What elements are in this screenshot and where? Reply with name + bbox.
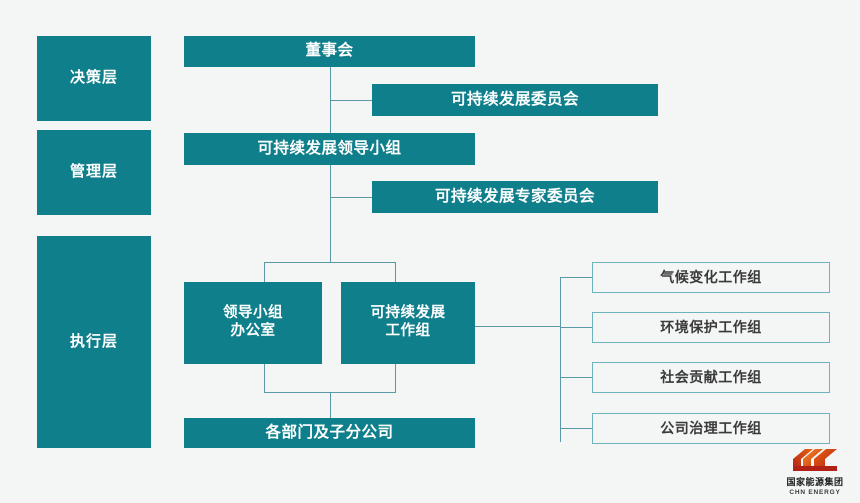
node-board-label: 董事会 (305, 42, 354, 60)
node-sd-working-group[interactable]: 可持续发展 工作组 (341, 282, 475, 364)
node-leading-group-office[interactable]: 领导小组 办公室 (184, 282, 322, 364)
connector-to-wg-environment (560, 327, 592, 328)
layer-label-management-text: 管理层 (69, 163, 118, 181)
node-sd-expert-committee-label: 可持续发展专家委员会 (434, 187, 595, 205)
connector-to-wg-social-contribution (560, 377, 592, 378)
node-sd-committee[interactable]: 可持续发展委员会 (372, 84, 658, 116)
node-departments[interactable]: 各部门及子分公司 (184, 418, 475, 448)
logo-name-en: CHN ENERGY (789, 489, 841, 496)
connector-execution-split-bar (264, 262, 396, 263)
connector-board-to-sd-committee (330, 100, 372, 101)
node-leading-group-office-line2: 办公室 (230, 323, 276, 339)
connector-leading-group-to-expert-committee (330, 197, 372, 198)
node-wg-climate-change[interactable]: 气候变化工作组 (592, 262, 830, 293)
connector-drop-to-sd-working-group (395, 262, 396, 282)
layer-label-execution-text: 执行层 (69, 332, 118, 350)
layer-label-decision-text: 决策层 (69, 69, 118, 87)
connector-to-wg-corporate-governance (560, 428, 592, 429)
layer-label-management: 管理层 (37, 130, 151, 215)
node-wg-climate-change-label: 气候变化工作组 (660, 268, 762, 285)
connector-rise-from-sd-working-group (395, 364, 396, 392)
company-logo: 国家能源集团 CHN ENERGY (778, 448, 852, 498)
chn-energy-logo-mark (792, 448, 838, 474)
connector-rise-from-leading-office (264, 364, 265, 392)
node-wg-social-contribution[interactable]: 社会贡献工作组 (592, 362, 830, 393)
node-sd-leading-group[interactable]: 可持续发展领导小组 (184, 133, 475, 165)
node-departments-label: 各部门及子分公司 (265, 423, 394, 441)
node-wg-corporate-governance[interactable]: 公司治理工作组 (592, 413, 830, 444)
node-wg-environment-label: 环境保护工作组 (660, 318, 762, 335)
logo-name-cn: 国家能源集团 (786, 477, 844, 487)
connector-working-group-stem (475, 326, 560, 327)
layer-label-decision: 决策层 (37, 36, 151, 121)
connector-working-group-trunk (560, 277, 561, 442)
connector-drop-to-departments (330, 392, 331, 418)
node-wg-social-contribution-label: 社会贡献工作组 (660, 368, 762, 385)
node-sd-expert-committee[interactable]: 可持续发展专家委员会 (372, 181, 658, 213)
node-board[interactable]: 董事会 (184, 36, 475, 67)
connector-to-wg-climate-change (560, 277, 592, 278)
node-sd-committee-label: 可持续发展委员会 (450, 90, 579, 108)
node-wg-environment[interactable]: 环境保护工作组 (592, 312, 830, 343)
node-wg-corporate-governance-label: 公司治理工作组 (660, 419, 762, 436)
layer-label-execution: 执行层 (37, 236, 151, 448)
node-sd-working-group-line1: 可持续发展 (370, 305, 446, 322)
node-sd-leading-group-label: 可持续发展领导小组 (257, 139, 402, 157)
node-leading-group-office-line1: 领导小组 (223, 305, 283, 322)
connector-drop-to-leading-office (264, 262, 265, 282)
node-sd-working-group-line2: 工作组 (385, 323, 431, 339)
